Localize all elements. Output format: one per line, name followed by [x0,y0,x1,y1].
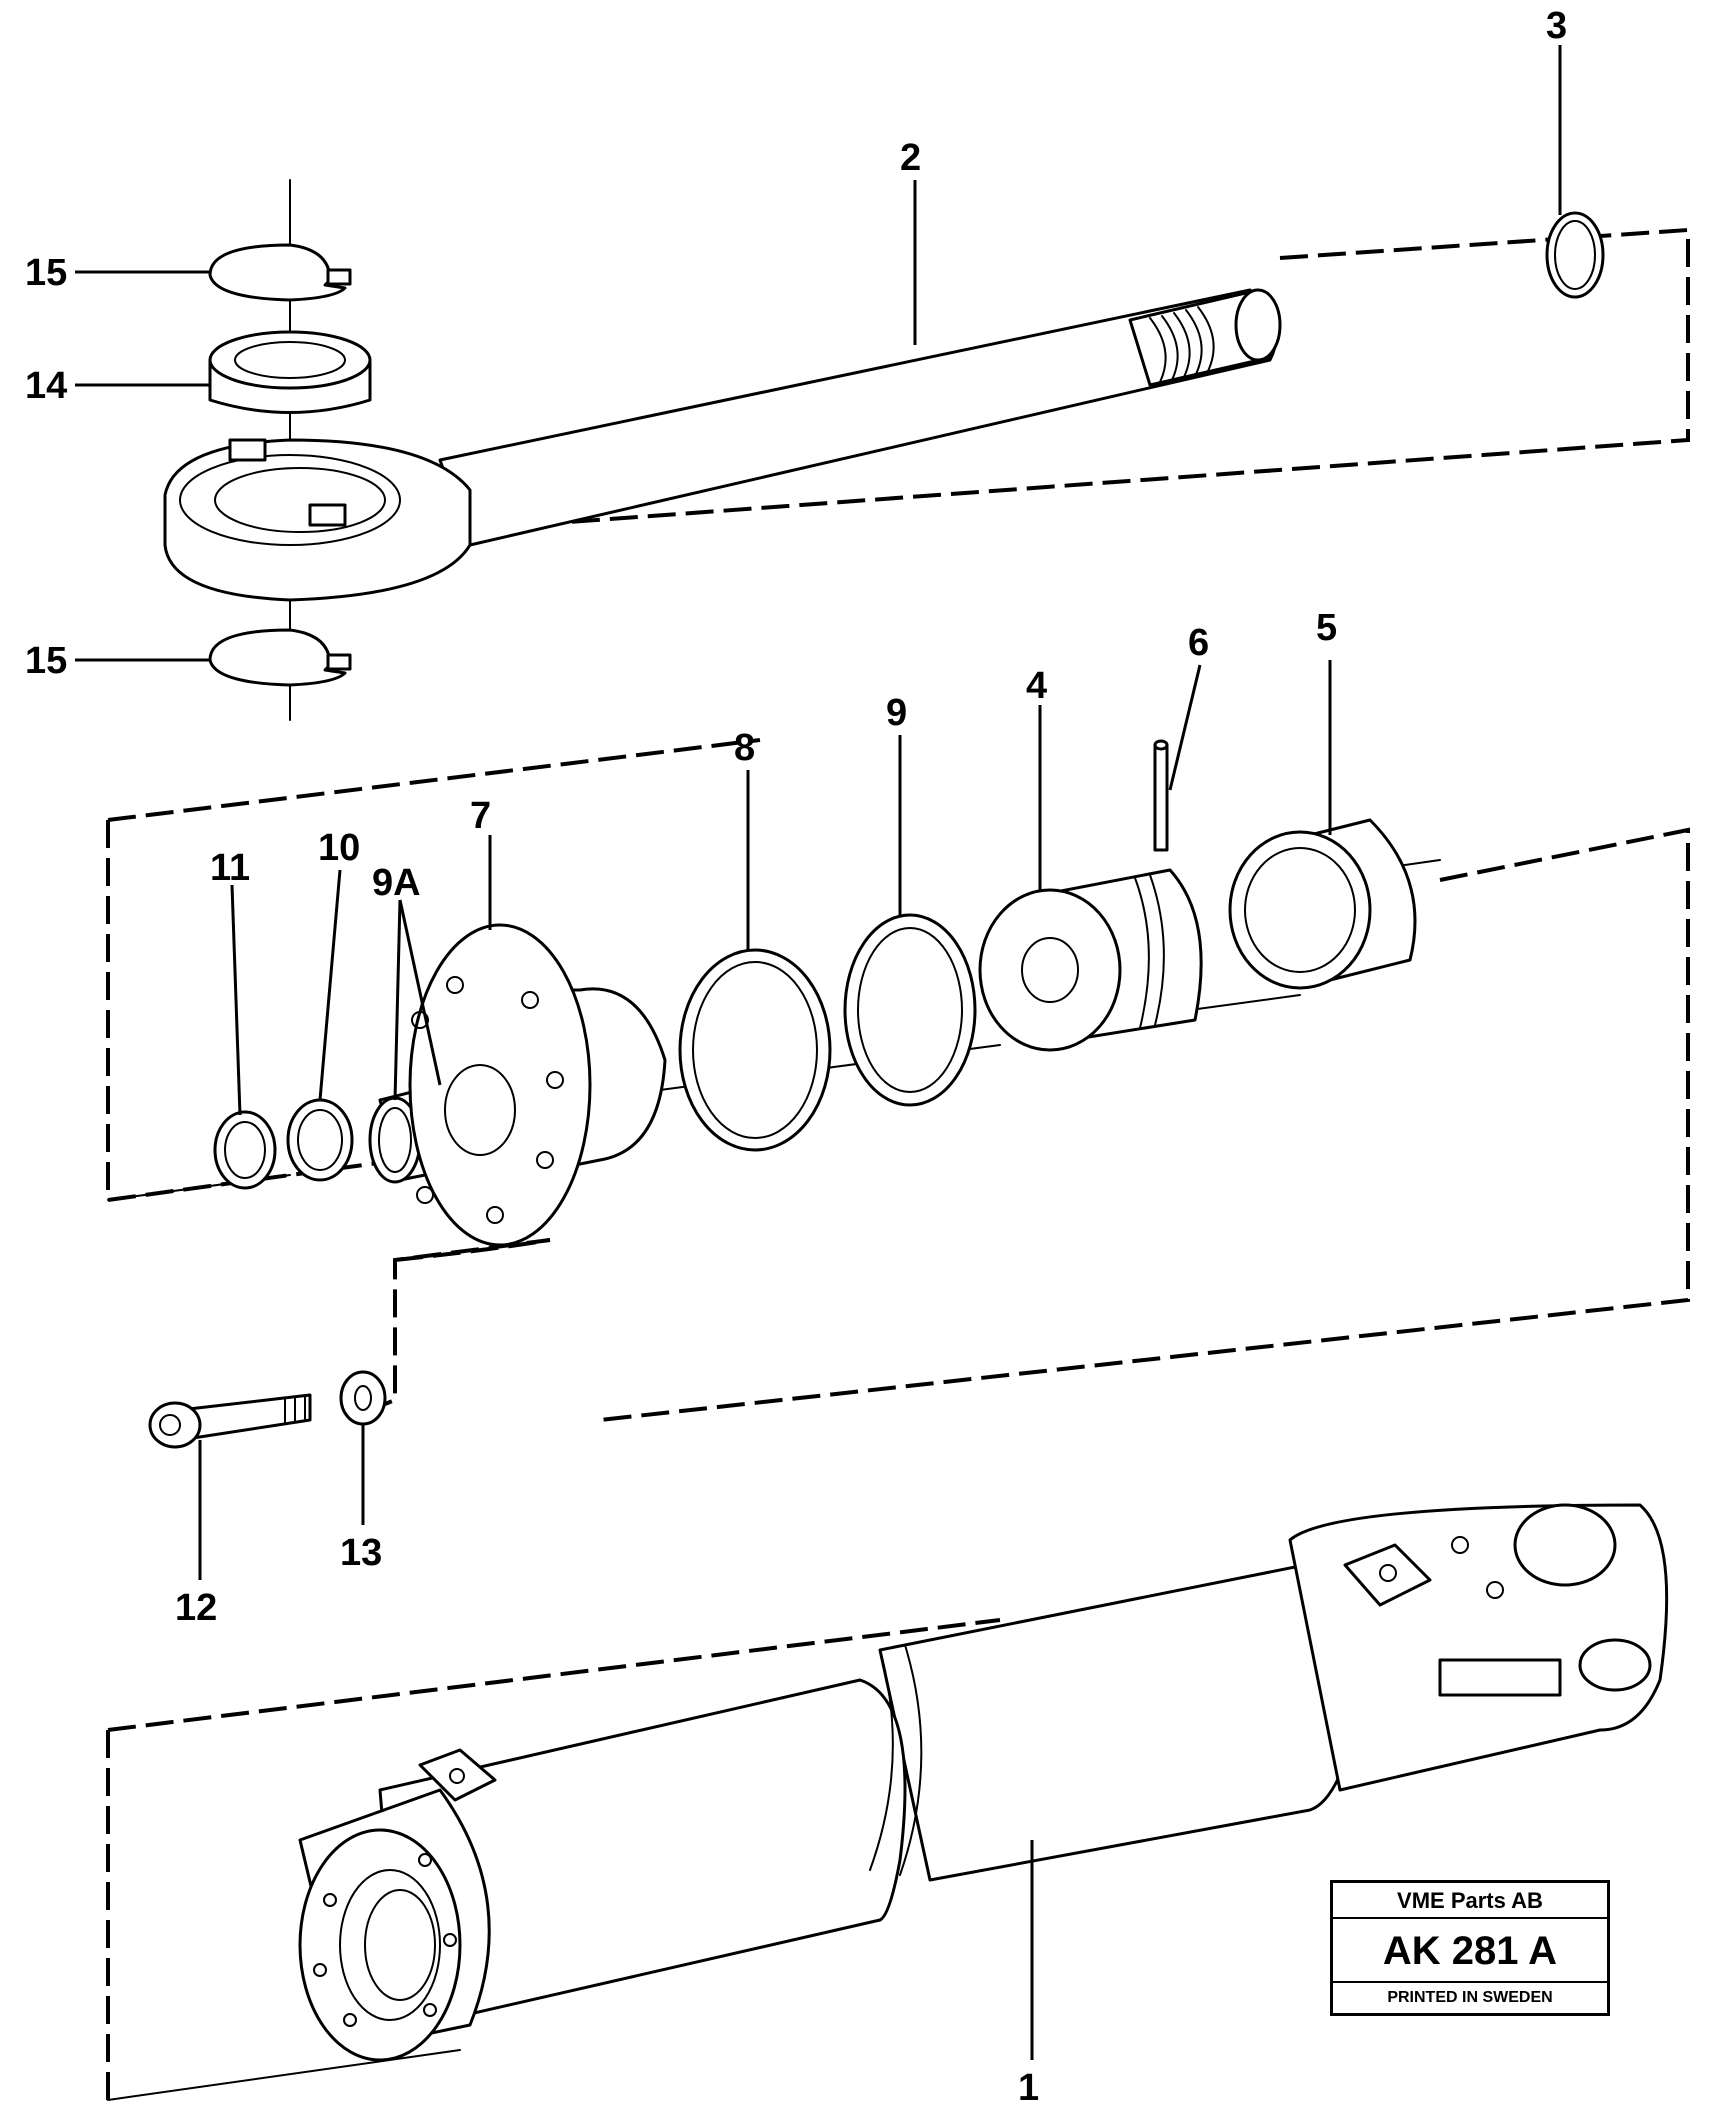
spherical-bearing [208,330,372,414]
callout-8: 8 [734,727,755,769]
o-ring-3 [1545,211,1605,299]
callout-6: 6 [1188,622,1209,664]
piston [978,868,1203,1052]
callout-11: 11 [210,847,250,889]
circlips [208,243,352,687]
piston-ring-5 [1228,818,1417,990]
washer [339,1370,387,1426]
callout-9: 9 [886,692,907,734]
piston-rod [163,288,1282,602]
callout-15-bottom: 15 [25,640,67,682]
callout-10: 10 [318,827,360,869]
stamp-code: AK 281 A [1333,1919,1607,1983]
callout-9a: 9A [372,862,421,904]
pin [1153,739,1169,852]
cylinder-head [408,923,667,1247]
seal-ring-9 [843,913,977,1107]
callout-3: 3 [1546,5,1567,47]
callout-7: 7 [470,795,491,837]
callout-1: 1 [1018,2067,1039,2109]
callouts: 1 2 3 4 5 6 7 8 9 9A 10 11 12 13 14 15 1… [25,5,1567,2109]
callout-4: 4 [1026,665,1047,707]
o-ring-8 [678,948,832,1152]
callout-5: 5 [1316,607,1337,649]
callout-15-top: 15 [25,252,67,294]
cylinder-barrel [298,1503,1669,2062]
stamp-printed: PRINTED IN SWEDEN [1387,1989,1553,2006]
callout-12: 12 [175,1587,217,1629]
stamp-company: VME Parts AB [1333,1883,1607,1919]
title-stamp: VME Parts AB AK 281 A PRINTED IN SWEDEN [1330,1880,1610,2016]
screw [148,1393,312,1449]
callout-13: 13 [340,1532,382,1574]
leader-lines [75,45,1562,2060]
callout-2: 2 [900,137,921,179]
callout-14: 14 [25,365,67,407]
